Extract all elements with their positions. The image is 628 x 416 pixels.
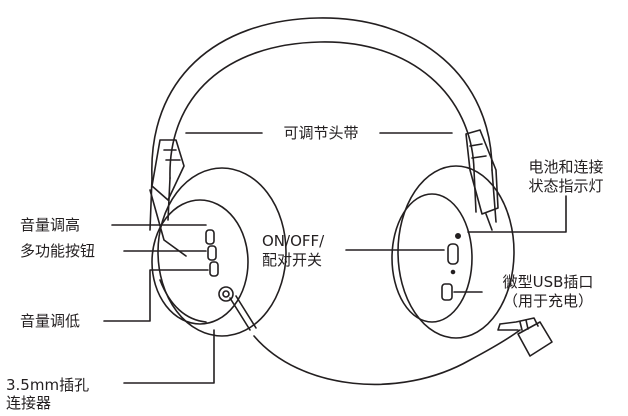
- headband-left-band: [149, 177, 171, 231]
- micro-usb-port: [441, 283, 453, 301]
- status-led: [454, 233, 461, 240]
- label-battery-line2: 状态指示灯: [528, 177, 604, 195]
- label-usb-line1: 微型USB插口: [502, 273, 594, 291]
- cable: [253, 329, 521, 386]
- multifunction-button: [207, 245, 217, 261]
- cable-plug: [517, 321, 553, 357]
- label-battery-line1: 电池和连接: [528, 158, 604, 176]
- label-headband: 可调节头带: [283, 124, 359, 142]
- label-multifunction: 多功能按钮: [20, 242, 96, 260]
- right-cushion: [397, 165, 515, 339]
- headband-outer: [151, 17, 493, 179]
- left-yoke: [151, 139, 185, 201]
- label-jack-line2: 连接器: [6, 394, 52, 412]
- cable-connector-left: [229, 295, 257, 331]
- left-cup: [151, 199, 249, 325]
- right-cup: [391, 193, 473, 323]
- power-switch: [447, 243, 459, 265]
- label-usb-line2: （用于充电）: [502, 292, 593, 310]
- label-volume-down: 音量调低: [20, 312, 81, 330]
- jack-socket: [218, 286, 234, 302]
- headband-inner: [169, 41, 475, 179]
- leader-volume-down: [103, 269, 209, 322]
- leader-battery: [467, 195, 567, 233]
- leader-jack: [123, 329, 215, 384]
- label-jack-line1: 3.5mm插孔: [6, 376, 90, 394]
- label-power-line1: ON/OFF/: [262, 232, 325, 250]
- left-cushion: [157, 167, 287, 337]
- volume-up-button: [205, 229, 215, 245]
- label-power-line2: 配对开关: [262, 251, 323, 269]
- right-arm: [485, 213, 493, 231]
- right-yoke: [465, 129, 499, 215]
- volume-down-button: [209, 261, 219, 277]
- label-volume-up: 音量调高: [20, 216, 81, 234]
